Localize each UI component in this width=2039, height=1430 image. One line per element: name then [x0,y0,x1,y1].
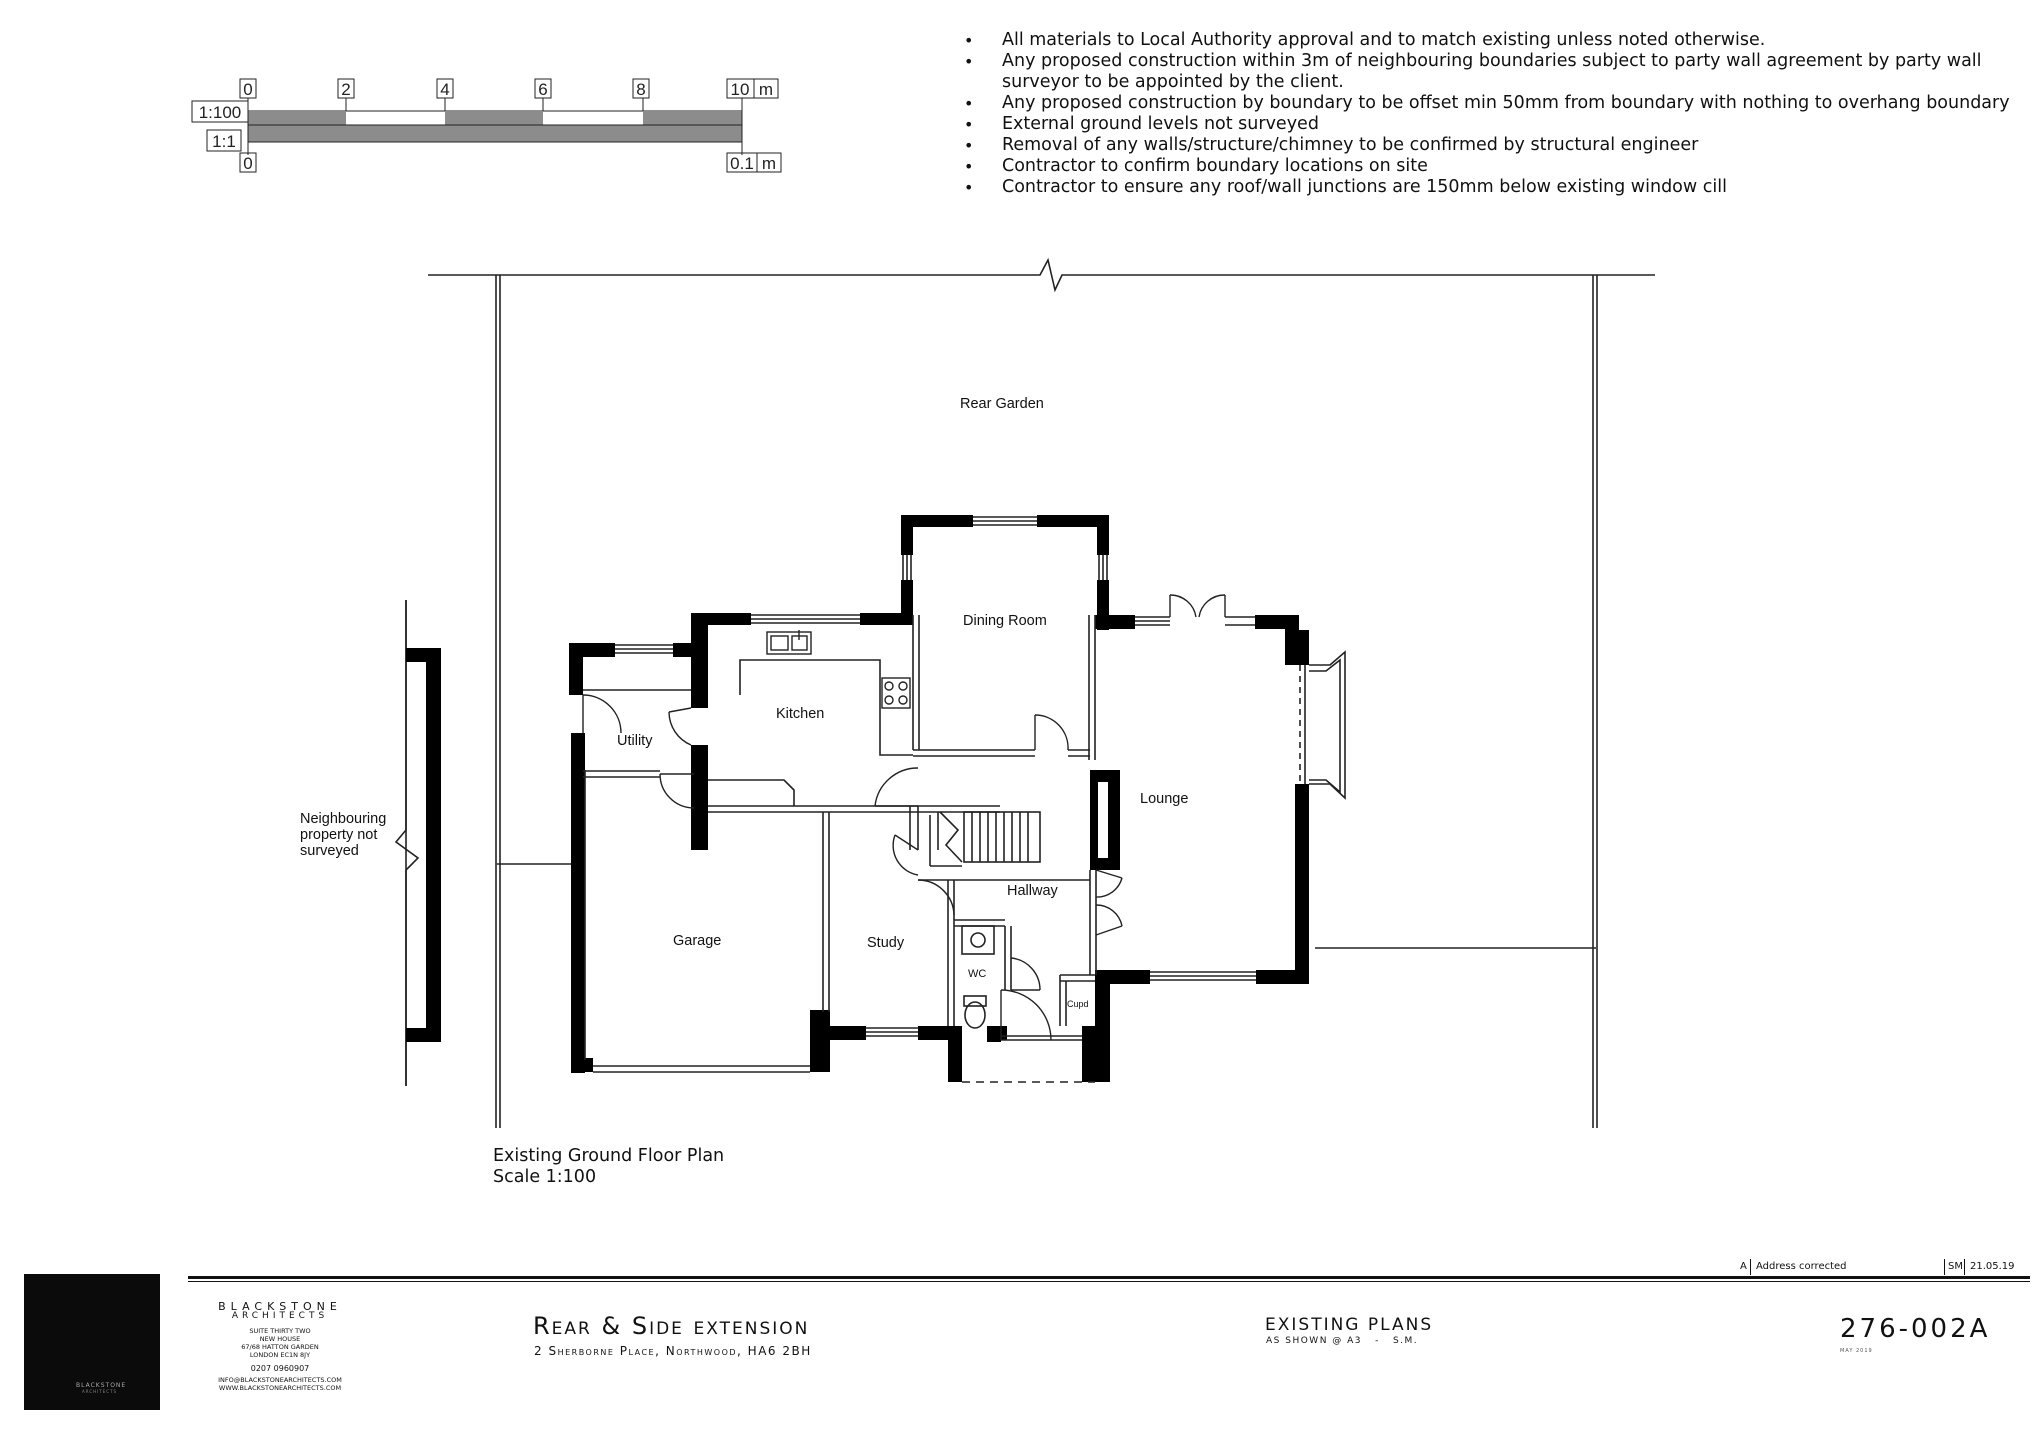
logo-text: ARCHITECTS [82,1389,118,1394]
door-swings [582,594,1226,1041]
revision-description: Address corrected [1756,1261,1847,1272]
scale-bottom-label-0: 0 [243,154,252,173]
floor-plan: Rear Garden Neighbouring property not su… [300,257,1655,1128]
scale-label-10: 10 [731,80,750,99]
revision-letter: A [1740,1261,1747,1272]
room-label-dining: Dining Room [963,613,1047,629]
scale-unit-top: m [759,80,773,99]
internal-lines [583,516,1346,1083]
scale-label-6: 6 [538,80,547,99]
neighbouring-property [394,600,441,1086]
scale-unit-bottom: m [762,154,776,173]
note-item: All materials to Local Authority approva… [960,30,2020,51]
firm-address: SUITE THIRTY TWO [249,1327,311,1335]
general-notes: All materials to Local Authority approva… [960,30,2020,198]
note-item: Any proposed construction within 3m of n… [960,51,2020,93]
scale-label-2: 2 [341,80,350,99]
neighbour-label: property not [300,827,377,843]
scale-bottom-label-01: 0.1 [730,154,754,173]
note-item: External ground levels not surveyed [960,114,2020,135]
note-item: Contractor to ensure any roof/wall junct… [960,177,2020,198]
scale-label-8: 8 [636,80,645,99]
scale-label-0: 0 [243,80,252,99]
hob-icon [881,677,911,709]
title-block-rule [188,1276,2030,1279]
drawing-title: EXISTING PLANS [1265,1315,1434,1335]
firm-address: NEW HOUSE [259,1335,301,1343]
room-label-garage: Garage [673,933,721,949]
project-title: Rear & Side extension [533,1312,810,1340]
plan-title: Existing Ground Floor Plan [493,1146,725,1166]
rear-garden-label: Rear Garden [960,396,1044,412]
walls [569,515,1309,1082]
room-label-kitchen: Kitchen [776,706,824,722]
room-label-hallway: Hallway [1007,883,1059,899]
firm-logo: BLACKSTONE ARCHITECTS [24,1274,160,1410]
drawing-subtitle: AS SHOWN @ A3 - S.M. [1266,1336,1419,1346]
kitchen-sink [766,630,812,655]
room-label-utility: Utility [617,733,653,749]
neighbour-label: surveyed [300,843,359,859]
scale-label-4: 4 [440,80,449,99]
logo-text: BLACKSTONE [76,1382,127,1389]
firm-name: ARCHITECTS [231,1311,329,1321]
scale-ratio-bottom: 1:1 [212,132,236,151]
site-boundary [428,257,1655,1128]
firm-phone: 0207 0960907 [250,1364,310,1373]
drawing-number: 276-002A [1840,1314,1991,1344]
scale-bar: 0 2 4 6 8 10 m 1:100 1:1 0 0.1 m [191,78,782,173]
neighbour-label: Neighbouring [300,811,386,827]
firm-address: 67/68 HATTON GARDEN [241,1343,319,1351]
firm-details: BLACKSTONE ARCHITECTS SUITE THIRTY TWO N… [190,1300,370,1392]
note-item: Any proposed construction by boundary to… [960,93,2020,114]
project-address: 2 Sherborne Place, Northwood, HA6 2BH [534,1344,812,1358]
room-label-cupd: Cupd [1067,999,1089,1009]
room-label-lounge: Lounge [1140,791,1188,807]
scale-ratio-top: 1:100 [199,103,242,122]
drawing-date: MAY 2019 [1840,1348,1873,1354]
room-label-wc: WC [968,968,986,980]
revision-initials: SM [1948,1261,1963,1272]
revision-date: 21.05.19 [1970,1261,2015,1272]
firm-address: LONDON EC1N 8JY [249,1351,311,1359]
note-item: Contractor to confirm boundary locations… [960,156,2020,177]
firm-email[interactable]: INFO@BLACKSTONEARCHITECTS.COM [218,1376,342,1384]
plan-caption: Existing Ground Floor Plan Scale 1:100 [493,1146,724,1188]
title-block-rule-thin [188,1281,2030,1282]
note-item: Removal of any walls/structure/chimney t… [960,135,2020,156]
firm-website[interactable]: WWW.BLACKSTONEARCHITECTS.COM [218,1384,342,1392]
firm-name: BLACKSTONE [218,1300,342,1313]
revision-row: A Address corrected SM 21.05.19 [1740,1259,2030,1275]
plan-scale: Scale 1:100 [493,1167,597,1187]
room-label-study: Study [867,935,905,951]
